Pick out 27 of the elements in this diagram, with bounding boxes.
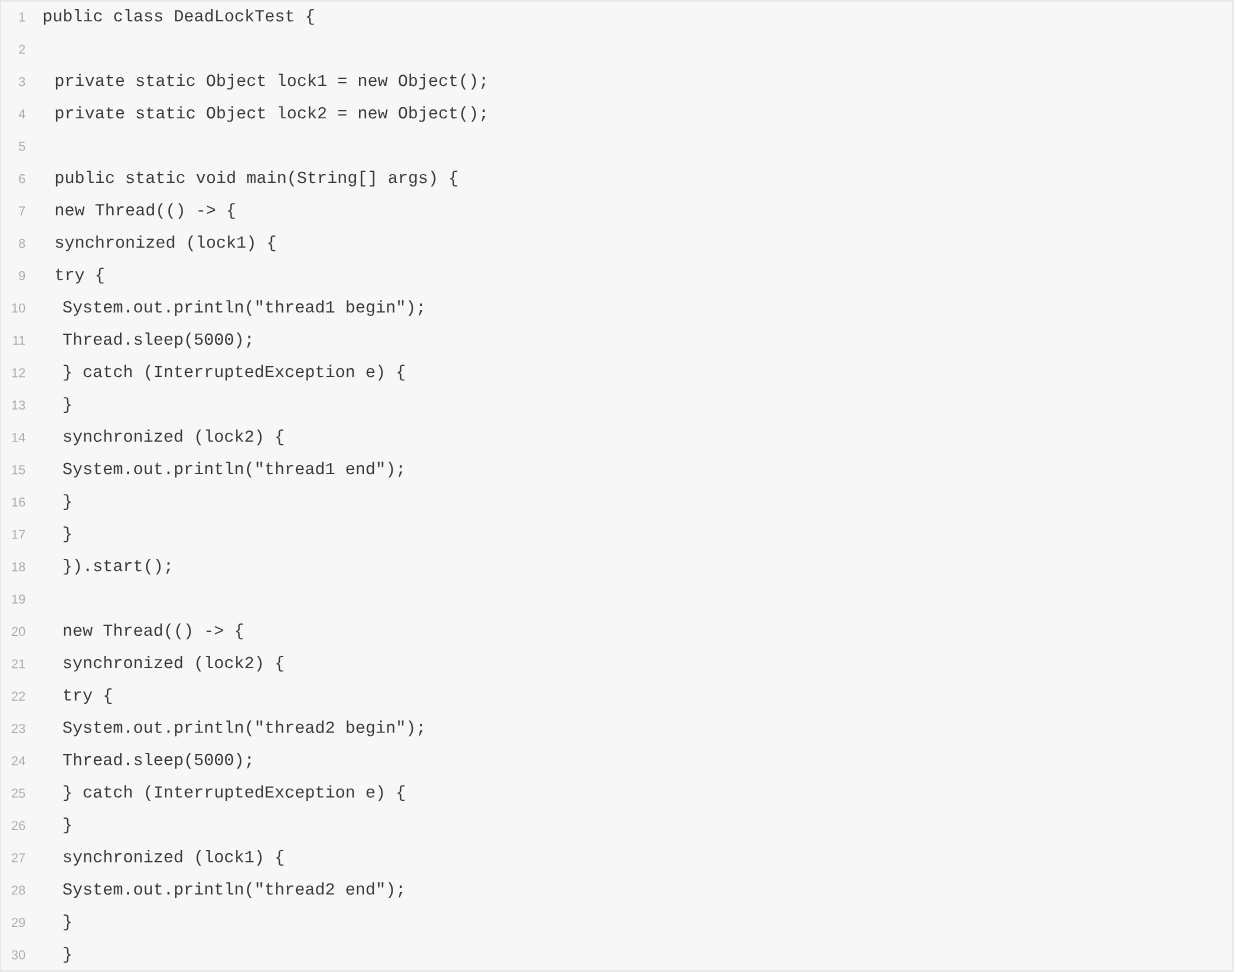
code-line: } [63, 494, 71, 510]
code-line: System.out.println("thread1 begin"); [63, 300, 423, 316]
code-line: synchronized (lock2) { [63, 655, 284, 672]
code-line: } [63, 946, 71, 963]
code-line: }).start(); [63, 558, 170, 575]
code-line: new Thread(() -> { [63, 623, 243, 640]
code-line: try { [64, 688, 112, 704]
code-line: } [63, 526, 71, 543]
code-line: System.out.println("thread2 begin"); [63, 720, 423, 737]
code-line: private static Object lock1 = new Object(); [55, 73, 486, 90]
code-line: new Thread(() -> { [55, 203, 235, 219]
code-line: } [63, 397, 71, 413]
code-line: } [63, 914, 71, 931]
code-line: } [63, 817, 71, 834]
code-line: synchronized (lock2) { [63, 429, 284, 446]
code-line: Thread.sleep(5000); [63, 332, 251, 349]
code-line: synchronized (lock1) { [63, 849, 284, 866]
code-line: } catch (InterruptedException e) { [63, 364, 405, 381]
code-line: } catch (InterruptedException e) { [63, 785, 405, 801]
code-line: System.out.println("thread2 end"); [63, 882, 403, 898]
code-line: private static Object lock2 = new Object(); [55, 106, 486, 122]
code-line: public class DeadLockTest { [43, 9, 314, 25]
code-line: synchronized (lock1) { [55, 235, 276, 252]
code-line: public static void main(String[] args) { [55, 170, 458, 187]
code-line: try { [56, 267, 104, 284]
code-line: Thread.sleep(5000); [63, 752, 251, 769]
code-line: System.out.println("thread1 end"); [63, 461, 403, 478]
